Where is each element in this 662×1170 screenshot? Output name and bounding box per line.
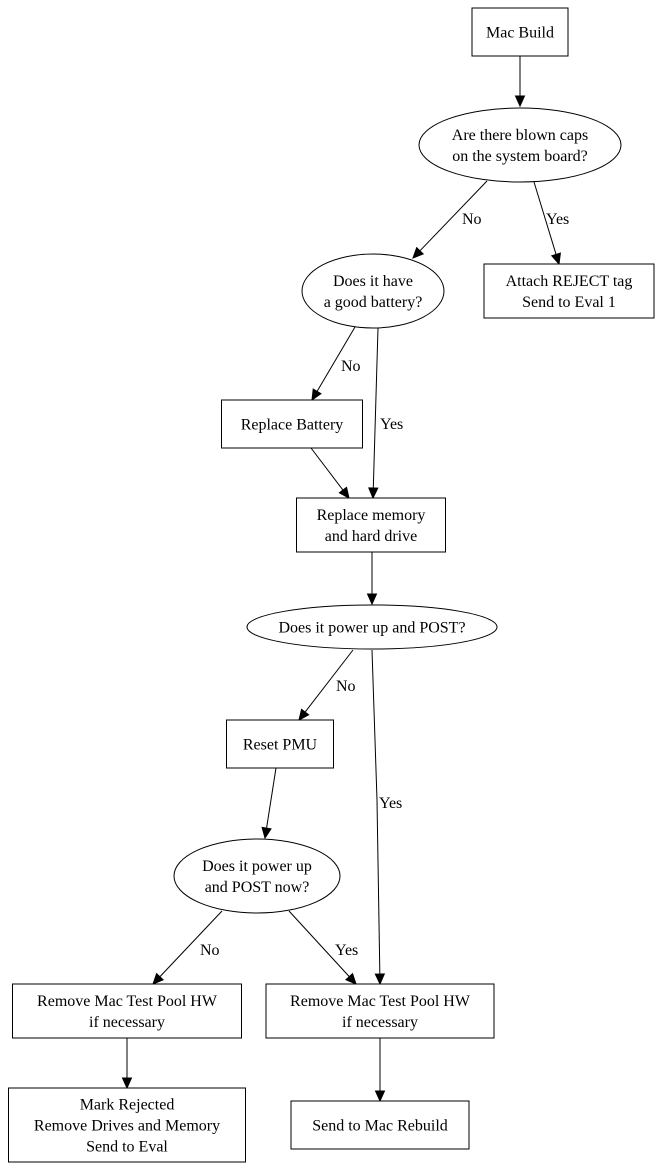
node-label-line: and POST now? xyxy=(205,879,310,896)
edge-label-yes: Yes xyxy=(335,942,358,959)
arrowhead-icon xyxy=(298,708,310,721)
node-power-post: Does it power up and POST? xyxy=(246,604,498,650)
node-label-line: Replace Battery xyxy=(241,417,344,434)
edge-reset-pmu-to-power-post-now xyxy=(261,767,277,840)
arrowhead-icon xyxy=(374,1090,386,1103)
arrowhead-icon xyxy=(366,593,378,606)
node-label-line: and hard drive xyxy=(325,528,417,545)
edge-line xyxy=(419,180,488,252)
node-label-line: on the system board? xyxy=(452,148,588,165)
edge-line xyxy=(533,181,557,255)
node-label-line: Does it power up xyxy=(202,858,312,875)
process-box xyxy=(296,497,446,553)
process-box xyxy=(226,719,334,769)
process-box xyxy=(8,1087,246,1163)
node-reset-pmu: Reset PMU xyxy=(226,719,334,769)
arrowhead-icon xyxy=(550,252,561,266)
decision-ellipse xyxy=(173,838,341,914)
node-label-line: Mac Build xyxy=(486,25,554,42)
edge-good-battery-to-replace-battery: No xyxy=(311,326,361,402)
process-box xyxy=(221,399,363,449)
node-label-line: Replace memory xyxy=(317,507,426,524)
decision-ellipse xyxy=(418,107,622,183)
node-good-battery: Does it have a good battery? xyxy=(301,253,445,329)
node-label-line: a good battery? xyxy=(324,294,423,311)
edge-replace-battery-to-replace-mem-hd xyxy=(310,447,350,499)
node-label-line: Mark Rejected xyxy=(80,1097,175,1114)
edge-power-post-now-to-remove-hw-right: Yes xyxy=(288,910,358,985)
arrowhead-icon xyxy=(412,246,425,259)
edge-label-yes: Yes xyxy=(546,211,569,228)
arrowhead-icon xyxy=(345,972,357,985)
decision-ellipse xyxy=(246,604,498,650)
edge-label-yes: Yes xyxy=(379,795,402,812)
edge-power-post-to-remove-hw-right: Yes xyxy=(371,649,402,986)
process-box xyxy=(290,1100,470,1150)
node-label-line: Attach REJECT tag xyxy=(506,273,633,290)
arrowhead-icon xyxy=(261,826,272,840)
edge-line xyxy=(316,326,356,392)
node-label-line: Send to Mac Rebuild xyxy=(312,1118,448,1135)
process-box xyxy=(12,983,242,1039)
node-label-line: if necessary xyxy=(89,1014,165,1031)
edge-line xyxy=(304,649,354,713)
edge-label-no: No xyxy=(200,942,220,959)
arrowhead-icon xyxy=(338,486,350,499)
edge-blown-caps-to-good-battery: No xyxy=(412,180,488,259)
edge-remove-hw-right-to-send-rebuild xyxy=(374,1038,386,1103)
node-remove-hw-left: Remove Mac Test Pool HW if necessary xyxy=(12,983,242,1039)
node-label-line: Send to Eval xyxy=(86,1139,168,1156)
edge-line xyxy=(288,910,350,977)
process-box xyxy=(483,263,655,319)
node-mac-build: Mac Build xyxy=(471,7,569,57)
edge-line xyxy=(266,767,277,829)
node-label-line: Remove Drives and Memory xyxy=(34,1118,220,1135)
node-label-line: Remove Mac Test Pool HW xyxy=(37,993,218,1010)
node-power-post-now: Does it power up and POST now? xyxy=(173,838,341,914)
node-replace-battery: Replace Battery xyxy=(221,399,363,449)
node-label-line: Are there blown caps xyxy=(452,127,588,144)
edge-power-post-now-to-remove-hw-left: No xyxy=(152,910,223,985)
arrowhead-icon xyxy=(152,972,165,985)
node-send-rebuild: Send to Mac Rebuild xyxy=(290,1100,470,1150)
edge-line xyxy=(310,447,344,491)
edge-label-no: No xyxy=(336,678,356,695)
edge-label-yes: Yes xyxy=(380,416,403,433)
node-remove-hw-right: Remove Mac Test Pool HW if necessary xyxy=(265,983,495,1039)
node-label-line: Remove Mac Test Pool HW xyxy=(290,993,471,1010)
node-blown-caps: Are there blown caps on the system board? xyxy=(418,107,622,183)
arrowhead-icon xyxy=(311,388,322,402)
node-replace-mem-hd: Replace memory and hard drive xyxy=(296,497,446,553)
node-label-line: Reset PMU xyxy=(243,737,318,754)
node-label-line: Does it have xyxy=(333,273,413,290)
edge-label-no: No xyxy=(462,211,482,228)
arrowhead-icon xyxy=(368,487,379,500)
edge-remove-hw-left-to-mark-rejected xyxy=(121,1038,133,1090)
node-label-line: Does it power up and POST? xyxy=(278,620,465,637)
edge-replace-mem-hd-to-power-post xyxy=(366,552,378,606)
edge-line xyxy=(371,649,381,975)
edge-line xyxy=(372,327,379,489)
decision-ellipse xyxy=(301,253,445,329)
edge-power-post-to-reset-pmu: No xyxy=(298,649,356,721)
edge-good-battery-to-replace-mem-hd: Yes xyxy=(368,327,403,500)
edge-mac-build-to-blown-caps xyxy=(514,56,526,108)
process-box xyxy=(471,7,569,57)
process-box xyxy=(265,983,495,1039)
edge-line xyxy=(159,910,223,978)
node-label-line: if necessary xyxy=(342,1014,418,1031)
edge-blown-caps-to-attach-reject: Yes xyxy=(533,181,569,266)
arrowhead-icon xyxy=(374,973,386,986)
arrowhead-icon xyxy=(514,95,526,108)
node-label-line: Send to Eval 1 xyxy=(522,294,616,311)
edge-label-no: No xyxy=(341,358,361,375)
arrowhead-icon xyxy=(121,1077,133,1090)
